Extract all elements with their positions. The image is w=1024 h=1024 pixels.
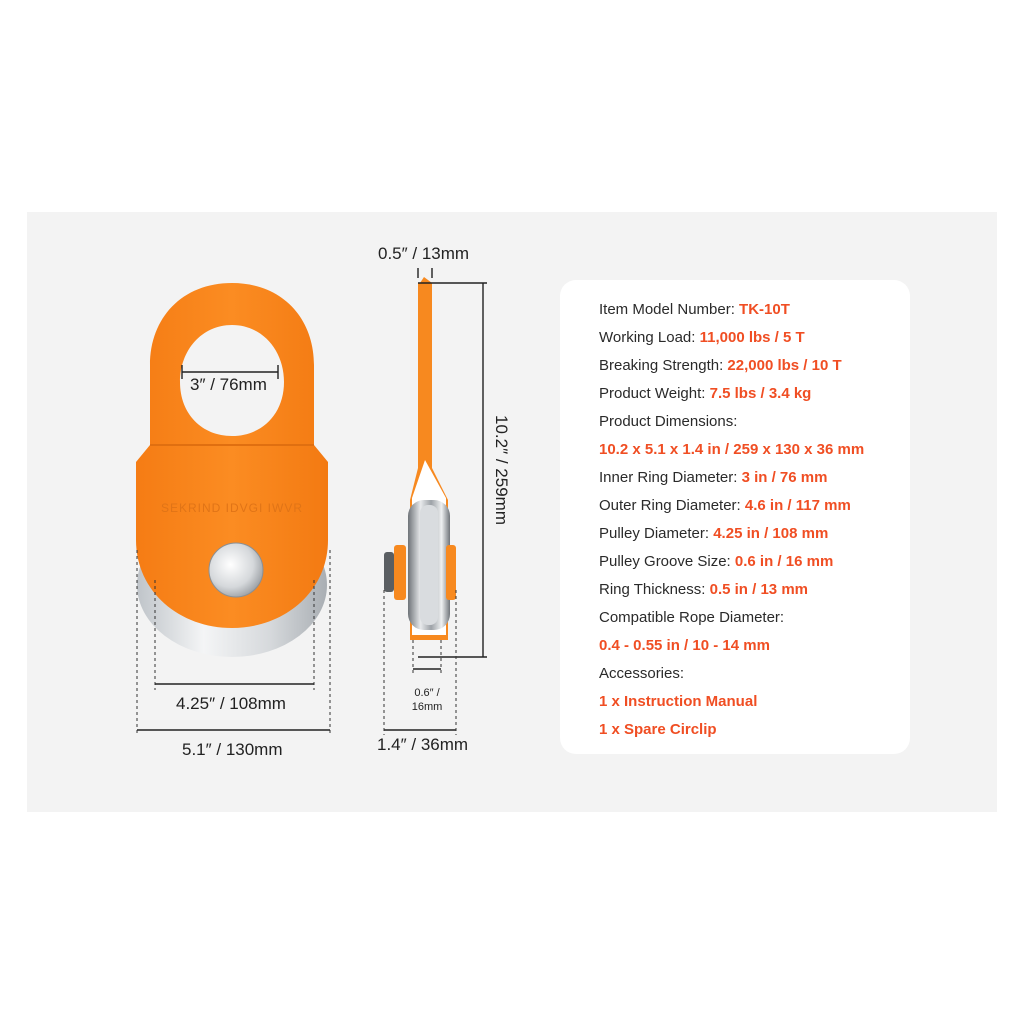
plate-thickness-dimension: 0.5″ / 13mm xyxy=(378,244,470,263)
spec-pulley-diameter-label: Pulley Diameter: xyxy=(599,525,714,542)
spec-weight-label: Product Weight: xyxy=(599,385,710,402)
spec-breaking-strength-label: Breaking Strength: xyxy=(599,357,728,374)
spec-model: Item Model Number: TK-10T xyxy=(599,296,864,324)
thickness-dimension: 1.4″ / 36mm xyxy=(377,735,469,754)
width-dimension: 5.1″ / 130mm xyxy=(182,740,283,759)
spec-inner-ring-value: 3 in / 76 mm xyxy=(741,469,828,486)
groove-dimension-line1: 0.6″ / xyxy=(414,687,440,699)
engraving: SEKRIND IDVGI IWVR xyxy=(161,501,303,515)
spec-pulley-diameter: Pulley Diameter: 4.25 in / 108 mm xyxy=(599,520,864,548)
spec-breaking-strength-value: 22,000 lbs / 10 T xyxy=(727,357,842,374)
spec-groove-size: Pulley Groove Size: 0.6 in / 16 mm xyxy=(599,548,864,576)
spec-weight: Product Weight: 7.5 lbs / 3.4 kg xyxy=(599,380,864,408)
spec-ring-thickness-label: Ring Thickness: xyxy=(599,581,710,598)
spec-model-label: Item Model Number: xyxy=(599,301,740,318)
spec-dimensions-value: 10.2 x 5.1 x 1.4 in / 259 x 130 x 36 mm xyxy=(599,441,865,458)
spec-rope-label: Compatible Rope Diameter: xyxy=(599,609,785,626)
spec-working-load-label: Working Load: xyxy=(599,329,700,346)
pulley-dimension: 4.25″ / 108mm xyxy=(176,694,286,713)
side-view-pulley xyxy=(384,277,456,640)
spec-outer-ring-value: 4.6 in / 117 mm xyxy=(744,497,851,514)
side-plate xyxy=(136,283,328,628)
spec-inner-ring: Inner Ring Diameter: 3 in / 76 mm xyxy=(599,464,864,492)
length-dimension: 10.2″ / 259mm xyxy=(491,415,511,525)
spec-outer-ring: Outer Ring Diameter: 4.6 in / 117 mm xyxy=(599,492,864,520)
spec-weight-value: 7.5 lbs / 3.4 kg xyxy=(709,385,812,402)
spec-working-load: Working Load: 11,000 lbs / 5 T xyxy=(599,324,864,352)
axle-bolt xyxy=(208,542,264,598)
spec-model-value: TK-10T xyxy=(739,301,790,318)
spec-breaking-strength: Breaking Strength: 22,000 lbs / 10 T xyxy=(599,352,864,380)
groove-dimension: 0.6″ / 16mm xyxy=(404,686,450,714)
inner-ring-dimension: 3″ / 76mm xyxy=(190,375,267,394)
spec-ring-thickness-value: 0.5 in / 13 mm xyxy=(709,581,808,598)
spec-list: Item Model Number: TK-10T Working Load: … xyxy=(599,296,864,744)
spec-pulley-diameter-value: 4.25 in / 108 mm xyxy=(713,525,829,542)
spec-card: Item Model Number: TK-10T Working Load: … xyxy=(560,280,910,754)
spec-groove-size-label: Pulley Groove Size: xyxy=(599,553,735,570)
spec-working-load-value: 11,000 lbs / 5 T xyxy=(699,329,805,346)
spec-ring-thickness: Ring Thickness: 0.5 in / 13 mm xyxy=(599,576,864,604)
spec-accessory-1: 1 x Instruction Manual xyxy=(599,693,758,710)
spec-outer-ring-label: Outer Ring Diameter: xyxy=(599,497,745,514)
spec-accessories-label: Accessories: xyxy=(599,665,685,682)
spec-accessory-2: 1 x Spare Circlip xyxy=(599,721,717,738)
groove-dimension-line2: 16mm xyxy=(411,701,443,713)
spec-inner-ring-label: Inner Ring Diameter: xyxy=(599,469,742,486)
spec-dimensions-label: Product Dimensions: xyxy=(599,413,738,430)
spec-rope-value: 0.4 - 0.55 in / 10 - 14 mm xyxy=(599,637,770,654)
spec-groove-size-value: 0.6 in / 16 mm xyxy=(734,553,834,570)
